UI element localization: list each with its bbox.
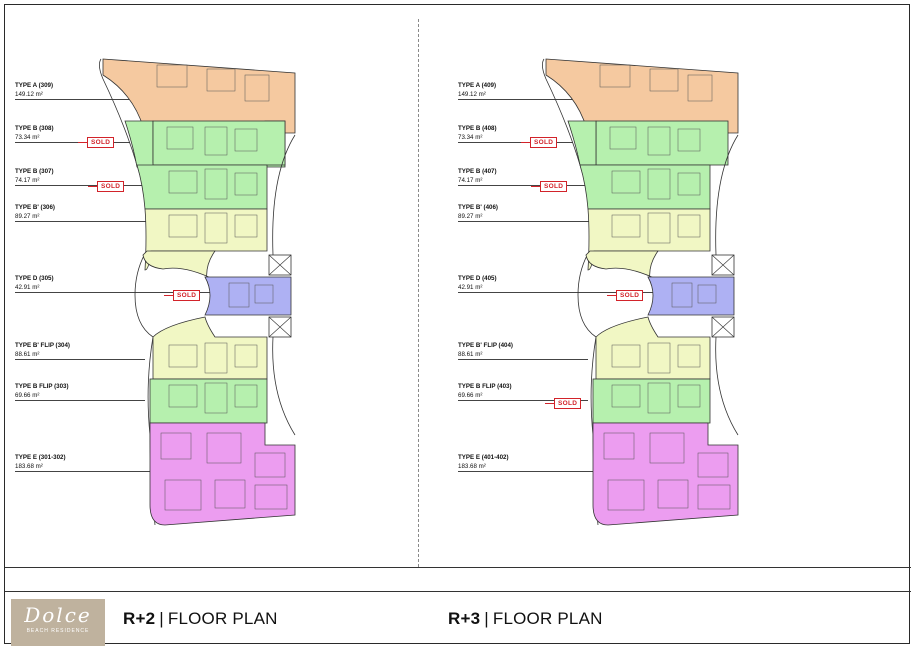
unit-label[interactable]: TYPE B' (306)89.27 m² [15, 204, 55, 220]
leader-line [458, 99, 583, 100]
type-d-unit[interactable] [647, 276, 735, 316]
drawing-sheet: TYPE A (309)149.12 m² TYPE B (308)73.34 … [4, 4, 911, 646]
sold-badge: SOLD [77, 137, 115, 148]
logo-subtitle: BEACH RESIDENCE [26, 628, 90, 634]
unit-label[interactable]: TYPE D (305)42.91 m² [15, 275, 54, 291]
leader-line [458, 185, 588, 186]
unit-label[interactable]: TYPE B' (406)89.27 m² [458, 204, 498, 220]
leader-line [458, 359, 588, 360]
leader-line [458, 400, 588, 401]
type-d-unit[interactable] [204, 276, 292, 316]
type-b-prime-flip-unit-404[interactable] [595, 316, 711, 380]
sold-badge: SOLD [520, 137, 558, 148]
type-b-unit-407[interactable] [579, 164, 711, 210]
unit-label[interactable]: TYPE B' FLIP (304)88.61 m² [15, 342, 70, 358]
unit-label[interactable]: TYPE D (405)42.91 m² [458, 275, 497, 291]
sold-badge: SOLD [530, 181, 568, 192]
unit-label[interactable]: TYPE E (401-402)183.68 m² [458, 454, 509, 470]
unit-label[interactable]: TYPE B FLIP (303)69.66 m² [15, 383, 69, 399]
leader-line [458, 292, 668, 293]
footer-rule-bottom [5, 591, 911, 592]
sold-badge: SOLD [606, 290, 644, 301]
plan-divider [418, 19, 419, 567]
floor-plan-drawing [542, 58, 739, 526]
leader-line [15, 99, 140, 100]
unit-label[interactable]: TYPE E (301-302)183.68 m² [15, 454, 66, 470]
unit-label[interactable]: TYPE B (407)74.17 m² [458, 168, 497, 184]
floor-plan-heading-r3: R+3|FLOOR PLAN [448, 609, 603, 628]
leader-line [15, 359, 145, 360]
unit-label[interactable]: TYPE B (408)73.34 m² [458, 125, 497, 141]
floor-plan-drawing [99, 58, 296, 526]
type-b-unit-408[interactable] [595, 120, 729, 166]
leader-line [15, 185, 145, 186]
leader-line [15, 142, 130, 143]
leader-line [15, 221, 150, 222]
unit-label[interactable]: TYPE B (307)74.17 m² [15, 168, 54, 184]
leader-line [458, 471, 593, 472]
type-e-unit[interactable] [149, 422, 296, 526]
logo-wordmark: Dolce [24, 603, 92, 627]
type-b-flip-unit-403[interactable] [592, 378, 711, 424]
brand-logo: Dolce BEACH RESIDENCE [11, 599, 105, 646]
unit-label[interactable]: TYPE B (308)73.34 m² [15, 125, 54, 141]
leader-line [15, 471, 150, 472]
sold-badge: SOLD [163, 290, 201, 301]
type-b-prime-flip-unit-304[interactable] [152, 316, 268, 380]
type-e-unit[interactable] [592, 422, 739, 526]
unit-label[interactable]: TYPE B' FLIP (404)88.61 m² [458, 342, 513, 358]
sold-badge: SOLD [87, 181, 125, 192]
type-b-flip-unit-303[interactable] [149, 378, 268, 424]
sold-badge: SOLD [544, 398, 582, 409]
leader-line [458, 142, 573, 143]
floor-plan-r2: TYPE A (309)149.12 m² TYPE B (308)73.34 … [5, 5, 415, 628]
leader-line [15, 400, 145, 401]
unit-label[interactable]: TYPE B FLIP (403)69.66 m² [458, 383, 512, 399]
unit-label[interactable]: TYPE A (309)149.12 m² [15, 82, 54, 98]
floor-plan-r3: TYPE A (409)149.12 m² TYPE B (408)73.34 … [448, 5, 858, 628]
leader-line [15, 292, 225, 293]
footer-rule-top [5, 567, 911, 568]
unit-label[interactable]: TYPE A (409)149.12 m² [458, 82, 497, 98]
type-b-unit-307[interactable] [136, 164, 268, 210]
floor-plan-heading-r2: R+2|FLOOR PLAN [123, 609, 278, 628]
leader-line [458, 221, 593, 222]
